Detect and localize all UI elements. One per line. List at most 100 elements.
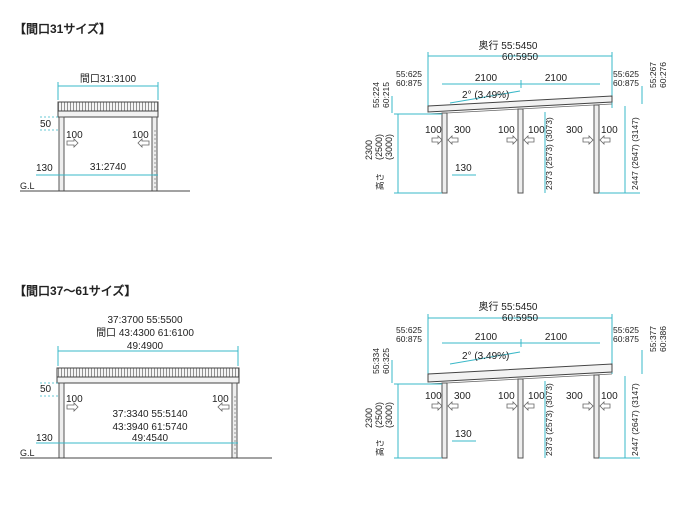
side2-height-2: (2500) bbox=[374, 402, 384, 428]
side-height-2: (2500) bbox=[374, 134, 384, 160]
side2-thick-right-2: 60:386 bbox=[658, 326, 668, 352]
front2-roof bbox=[56, 367, 240, 378]
side-off-f: 100 bbox=[601, 125, 618, 136]
front2-inner-row1: 37:3340 55:5140 bbox=[112, 409, 188, 420]
front2-left-post bbox=[58, 382, 65, 459]
section-title-37-61: 【間口37～61サイズ】 bbox=[14, 284, 137, 298]
side-right-overhang-1: 55:625 bbox=[613, 69, 639, 79]
side2-left-overhang-1: 55:625 bbox=[396, 325, 422, 335]
arrow-right-icon bbox=[506, 401, 518, 411]
arrow-right-icon bbox=[431, 135, 443, 145]
side2-right-height: 2447 (2647) (3147) bbox=[630, 383, 640, 456]
side2-span-2: 2100 bbox=[545, 332, 568, 343]
side2-thick-left-1: 55:334 bbox=[371, 348, 381, 374]
side2-off-b: 300 bbox=[454, 391, 471, 402]
arrow-right-icon bbox=[582, 401, 594, 411]
front-view-31: 間口31:3100 G.L 50 100 100 130 31:2740 bbox=[20, 73, 190, 192]
arrow-left-icon bbox=[137, 138, 150, 148]
side-thick-right-2: 60:276 bbox=[658, 62, 668, 88]
side2-off-f: 100 bbox=[601, 391, 618, 402]
front2-width-row2: 間口 43:4300 61:6100 bbox=[96, 327, 194, 339]
side2-off-d: 100 bbox=[528, 391, 545, 402]
side2-post-1 bbox=[441, 382, 448, 459]
side-off-d: 100 bbox=[528, 125, 545, 136]
side-thick-left-1: 55:224 bbox=[371, 82, 381, 108]
side2-thick-right-1: 55:377 bbox=[648, 326, 658, 352]
side-off-e: 300 bbox=[566, 125, 583, 136]
arrow-right-icon bbox=[66, 138, 79, 148]
side-span-1: 2100 bbox=[475, 73, 498, 84]
side-slope: 2° (3.49%) bbox=[462, 90, 509, 101]
side-view-37-61: 奥行 55:5450 60:5950 55:625 60:875 55:625 … bbox=[364, 300, 668, 459]
side-post-1 bbox=[441, 112, 448, 194]
side-height-3: (3000) bbox=[384, 134, 394, 160]
front-left-post bbox=[58, 116, 65, 192]
side-off-b: 300 bbox=[454, 125, 471, 136]
side2-span-1: 2100 bbox=[475, 332, 498, 343]
side-post-2 bbox=[517, 108, 524, 194]
front-left-offset: 100 bbox=[66, 130, 83, 141]
front2-left-offset: 100 bbox=[66, 394, 83, 405]
side2-thick-left-2: 60:325 bbox=[381, 348, 391, 374]
side-left-overhang-1: 55:625 bbox=[396, 69, 422, 79]
front2-roof-height: 50 bbox=[40, 384, 52, 395]
arrow-left-icon bbox=[599, 401, 611, 411]
side2-post-2 bbox=[517, 378, 524, 459]
front-view-37-61: 37:3700 55:5500 間口 43:4300 61:6100 49:49… bbox=[20, 315, 272, 459]
side-thick-left-2: 60:215 bbox=[381, 82, 391, 108]
side2-slope: 2° (3.49%) bbox=[462, 351, 509, 362]
side2-right-overhang-2: 60:875 bbox=[613, 334, 639, 344]
side2-height-label: 高さ bbox=[375, 439, 385, 456]
arrow-right-icon bbox=[66, 402, 79, 412]
side-thick-right-1: 55:267 bbox=[648, 62, 658, 88]
section-title-31: 【間口31サイズ】 bbox=[14, 22, 111, 36]
side-base-height: 130 bbox=[455, 163, 472, 174]
front2-right-offset: 100 bbox=[212, 394, 229, 405]
side2-height-1: 2300 bbox=[364, 408, 374, 428]
side-post-3 bbox=[593, 104, 600, 194]
side-right-height: 2447 (2647) (3147) bbox=[630, 117, 640, 190]
side2-off-c: 100 bbox=[498, 391, 515, 402]
side-height-label: 高さ bbox=[375, 173, 385, 190]
side2-off-a: 100 bbox=[425, 391, 442, 402]
side2-depth-line1: 奥行 55:5450 bbox=[479, 300, 538, 313]
side2-left-overhang-2: 60:875 bbox=[396, 334, 422, 344]
side-depth-line2: 60:5950 bbox=[502, 52, 539, 63]
front2-inner-row3: 49:4540 bbox=[132, 433, 169, 444]
arrow-left-icon bbox=[523, 401, 535, 411]
side-mid-height: 2373 (2573) (3073) bbox=[544, 117, 554, 190]
front-inner-width: 31:2740 bbox=[90, 162, 127, 173]
front-ground-label: G.L bbox=[20, 181, 35, 191]
side2-right-overhang-1: 55:625 bbox=[613, 325, 639, 335]
side-off-a: 100 bbox=[425, 125, 442, 136]
front-roof bbox=[57, 101, 159, 112]
arrow-left-icon bbox=[447, 135, 459, 145]
side2-off-e: 300 bbox=[566, 391, 583, 402]
front2-width-row3: 49:4900 bbox=[127, 341, 164, 352]
front2-ground-label: G.L bbox=[20, 448, 35, 458]
side2-mid-height: 2373 (2573) (3073) bbox=[544, 383, 554, 456]
front-right-offset: 100 bbox=[132, 130, 149, 141]
side2-roof bbox=[427, 363, 613, 383]
arrow-left-icon bbox=[447, 401, 459, 411]
front2-base-height: 130 bbox=[36, 433, 53, 444]
side2-depth-line2: 60:5950 bbox=[502, 313, 539, 324]
side-left-overhang-2: 60:875 bbox=[396, 78, 422, 88]
side2-post-3 bbox=[593, 374, 600, 459]
side-span-2: 2100 bbox=[545, 73, 568, 84]
arrow-right-icon bbox=[582, 135, 594, 145]
arrow-left-icon bbox=[523, 135, 535, 145]
side2-base-height: 130 bbox=[455, 429, 472, 440]
front2-inner-row2: 43:3940 61:5740 bbox=[112, 422, 188, 433]
side-roof bbox=[427, 95, 613, 113]
front-base-height: 130 bbox=[36, 163, 53, 174]
side-off-c: 100 bbox=[498, 125, 515, 136]
arrow-right-icon bbox=[431, 401, 443, 411]
side-depth-line1: 奥行 55:5450 bbox=[479, 39, 538, 52]
side-height-1: 2300 bbox=[364, 140, 374, 160]
front-width-label: 間口31:3100 bbox=[80, 73, 137, 85]
side-right-overhang-2: 60:875 bbox=[613, 78, 639, 88]
arrow-left-icon bbox=[599, 135, 611, 145]
side2-height-3: (3000) bbox=[384, 402, 394, 428]
